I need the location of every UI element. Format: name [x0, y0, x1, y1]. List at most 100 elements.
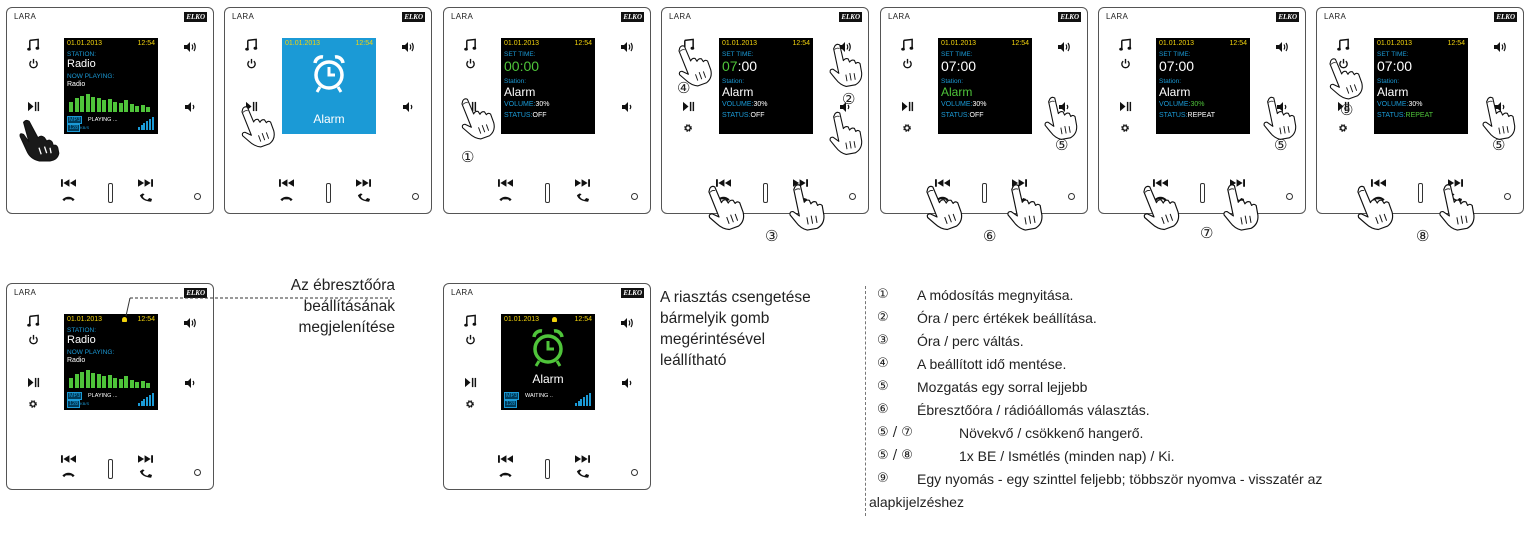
music-note-icon[interactable]	[245, 38, 258, 52]
play-pause-icon[interactable]	[901, 101, 914, 112]
equalizer-bar	[107, 99, 112, 112]
equalizer-bar	[140, 105, 145, 112]
screen-date: 01.01.2013	[1159, 40, 1195, 47]
music-note-icon[interactable]	[464, 38, 477, 52]
screen-header	[282, 38, 376, 49]
music-note-icon[interactable]	[1119, 38, 1132, 52]
volume-down-icon[interactable]	[183, 101, 197, 113]
power-icon[interactable]	[1120, 58, 1131, 69]
volume-bar	[140, 401, 143, 406]
screen-time: 12:54	[574, 40, 592, 47]
center-slot[interactable]	[108, 459, 113, 479]
music-note-icon[interactable]	[464, 314, 477, 328]
screen-date: 01.01.2013	[504, 316, 540, 323]
equalizer-bar	[129, 104, 134, 112]
volume-down-icon[interactable]	[620, 377, 634, 389]
previous-track-icon[interactable]	[498, 454, 513, 464]
power-icon[interactable]	[465, 334, 476, 345]
volume-down-icon[interactable]	[183, 377, 197, 389]
kbps-label: KB/S	[80, 125, 90, 130]
power-icon[interactable]	[28, 334, 39, 345]
volume-bar	[148, 119, 151, 130]
music-note-icon[interactable]	[1337, 38, 1350, 52]
phone-answer-icon[interactable]	[138, 193, 153, 203]
play-pause-icon[interactable]	[27, 377, 40, 388]
power-icon[interactable]	[902, 58, 913, 69]
equalizer-bar	[69, 102, 73, 112]
previous-track-icon[interactable]	[61, 178, 76, 188]
set-time-minute: 00	[741, 58, 758, 74]
next-track-icon[interactable]	[138, 178, 153, 188]
volume-bar	[146, 121, 149, 130]
center-slot[interactable]	[326, 183, 331, 203]
equalizer-bar	[74, 374, 79, 388]
alarm-clock-icon	[532, 329, 564, 367]
volume-up-icon[interactable]	[620, 317, 634, 329]
next-track-icon[interactable]	[575, 454, 590, 464]
play-pause-icon[interactable]	[1119, 101, 1132, 112]
legend-text: A módosítás megnyitása.	[917, 287, 1074, 303]
power-icon[interactable]	[246, 58, 257, 69]
screen-date: 01.01.2013	[504, 40, 540, 47]
indicator-led	[631, 193, 638, 200]
volume-up-icon[interactable]	[401, 41, 415, 53]
set-time-hour: 07	[1159, 58, 1175, 74]
settings-gear-icon[interactable]	[902, 123, 912, 133]
step-number: ⑦	[1200, 224, 1214, 242]
settings-gear-icon[interactable]	[683, 123, 693, 133]
play-pause-icon[interactable]	[27, 101, 40, 112]
settings-gear-icon[interactable]	[1338, 123, 1348, 133]
music-note-icon[interactable]	[27, 38, 40, 52]
center-slot[interactable]	[1200, 183, 1205, 203]
center-slot[interactable]	[108, 183, 113, 203]
phone-answer-icon[interactable]	[575, 193, 590, 203]
legend-number: ⑤	[877, 379, 889, 394]
volume-up-icon[interactable]	[1057, 41, 1071, 53]
play-pause-icon[interactable]	[464, 377, 477, 388]
equalizer-bar	[102, 100, 106, 112]
phone-answer-icon[interactable]	[575, 469, 590, 479]
settings-gear-icon[interactable]	[28, 399, 38, 409]
power-icon[interactable]	[465, 58, 476, 69]
legend-divider	[865, 286, 866, 516]
play-pause-icon[interactable]	[682, 101, 695, 112]
volume-up-icon[interactable]	[620, 41, 634, 53]
next-track-icon[interactable]	[356, 178, 371, 188]
center-slot[interactable]	[1418, 183, 1423, 203]
settings-gear-icon[interactable]	[1120, 123, 1130, 133]
volume-up-icon[interactable]	[1493, 41, 1507, 53]
center-slot[interactable]	[982, 183, 987, 203]
elko-logo: ELKO	[1494, 12, 1517, 22]
station-field-value: Alarm	[1159, 85, 1191, 99]
volume-down-icon[interactable]	[401, 101, 415, 113]
legend-number: ⑤ / ⑧	[877, 448, 913, 463]
phone-hangup-icon[interactable]	[498, 195, 513, 202]
next-track-icon[interactable]	[138, 454, 153, 464]
center-slot[interactable]	[545, 183, 550, 203]
center-slot[interactable]	[763, 183, 768, 203]
previous-track-icon[interactable]	[61, 454, 76, 464]
center-slot[interactable]	[545, 459, 550, 479]
elko-logo: ELKO	[184, 12, 207, 22]
volume-up-icon[interactable]	[1275, 41, 1289, 53]
elko-logo: ELKO	[839, 12, 862, 22]
set-time-separator: :	[1392, 58, 1397, 74]
phone-hangup-icon[interactable]	[61, 471, 76, 478]
phone-hangup-icon[interactable]	[498, 471, 513, 478]
phone-answer-icon[interactable]	[138, 469, 153, 479]
next-track-icon[interactable]	[575, 178, 590, 188]
station-name: Radio	[67, 58, 96, 70]
volume-up-icon[interactable]	[183, 41, 197, 53]
settings-gear-icon[interactable]	[465, 399, 475, 409]
previous-track-icon[interactable]	[498, 178, 513, 188]
phone-hangup-icon[interactable]	[61, 195, 76, 202]
music-note-icon[interactable]	[27, 314, 40, 328]
volume-down-icon[interactable]	[620, 101, 634, 113]
phone-answer-icon[interactable]	[356, 193, 371, 203]
music-note-icon[interactable]	[901, 38, 914, 52]
previous-track-icon[interactable]	[279, 178, 294, 188]
phone-hangup-icon[interactable]	[279, 195, 294, 202]
power-icon[interactable]	[28, 58, 39, 69]
equalizer	[69, 90, 155, 112]
